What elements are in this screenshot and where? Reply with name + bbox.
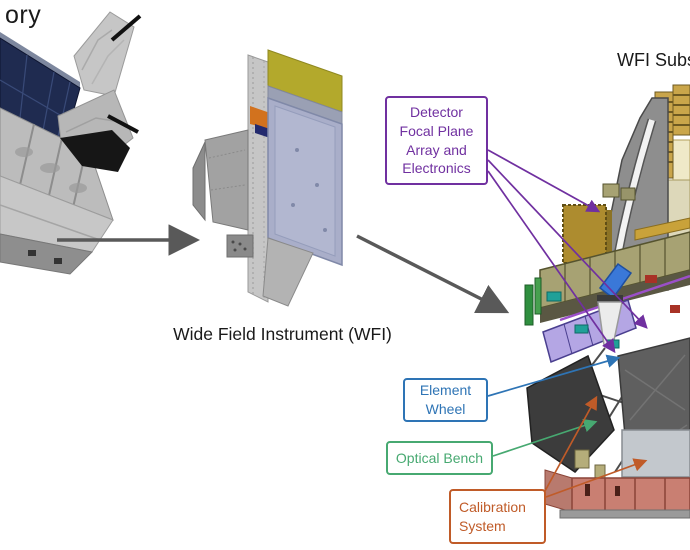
callout-element-wheel-label: Element Wheel	[419, 382, 472, 417]
callout-detector-focal-plane: Detector Focal Plane Array and Electroni…	[385, 96, 488, 185]
wfi-caption: Wide Field Instrument (WFI)	[173, 324, 392, 344]
flow-arrow-wfi-to-subsystems	[356, 234, 510, 314]
callout-detector-label: Detector Focal Plane Array and Electroni…	[399, 103, 474, 177]
observatory-caption-fragment: ory	[5, 1, 42, 29]
callout-calibration-system: Calibration System	[449, 489, 546, 544]
callout-element-wheel: Element Wheel	[403, 378, 488, 422]
wide-field-instrument-render	[192, 49, 343, 307]
callout-calibration-label: Calibration System	[459, 498, 526, 534]
observatory-spacecraft-photo	[0, 11, 142, 275]
subsystems-caption-fragment: WFI Subs	[617, 50, 690, 70]
wfi-subsystems-cutaway-render	[524, 84, 690, 519]
callout-optical-bench-label: Optical Bench	[395, 449, 484, 466]
callout-optical-bench: Optical Bench	[386, 441, 493, 475]
